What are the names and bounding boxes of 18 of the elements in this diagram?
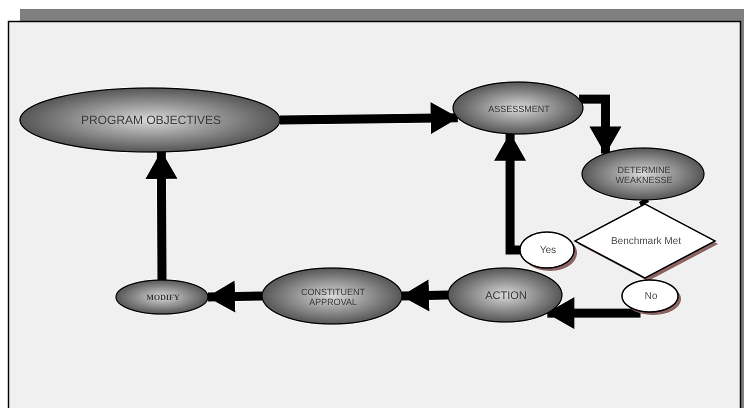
node-label: MODIFY xyxy=(146,293,180,303)
node-label: No xyxy=(644,291,658,303)
flow-arrow xyxy=(401,279,448,312)
flow-arrow xyxy=(546,297,640,330)
node-label: PROGRAM OBJECTIVES xyxy=(80,114,222,128)
flow-arrow xyxy=(145,150,178,280)
node-label: Benchmark Met xyxy=(610,236,682,248)
answer-oval xyxy=(619,277,683,317)
node-label: ACTION xyxy=(485,290,527,302)
flow-arrow xyxy=(207,280,262,312)
flow-arrow xyxy=(579,94,622,154)
node-label: CONSTITUENT APPROVAL xyxy=(300,286,366,308)
answer-oval xyxy=(517,229,579,273)
node-label: ASSESSMENT xyxy=(488,104,550,114)
flow-arrow xyxy=(494,132,526,254)
node-label: DETERMINE WEAKNESSE xyxy=(614,164,674,186)
node-label: Yes xyxy=(540,245,556,257)
flow-arrow xyxy=(280,102,459,134)
